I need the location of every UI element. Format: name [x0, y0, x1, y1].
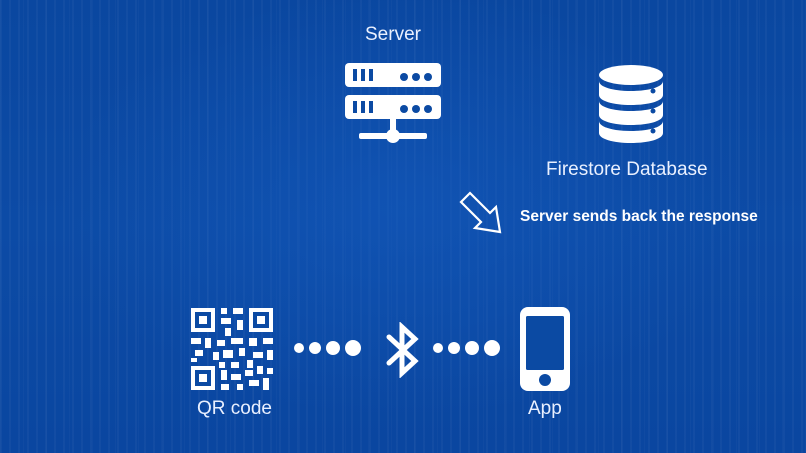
dot — [433, 343, 443, 353]
connector-dots-right — [433, 340, 500, 356]
response-annotation: Server sends back the response — [520, 208, 758, 225]
app-label: App — [528, 398, 562, 419]
dot — [309, 342, 321, 354]
qr-code-label: QR code — [197, 398, 272, 419]
dot — [294, 343, 304, 353]
database-icon — [599, 65, 663, 143]
smartphone-icon — [520, 307, 570, 391]
qr-code-icon — [191, 308, 273, 390]
server-label: Server — [365, 24, 421, 45]
dot — [448, 342, 460, 354]
server-rack-icon — [345, 63, 441, 143]
dot — [326, 341, 340, 355]
database-label: Firestore Database — [546, 159, 708, 180]
connector-dots-left — [294, 340, 361, 356]
dot — [484, 340, 500, 356]
dot — [465, 341, 479, 355]
dot — [345, 340, 361, 356]
arrow-down-right-icon — [459, 191, 502, 234]
bluetooth-icon — [386, 322, 419, 378]
